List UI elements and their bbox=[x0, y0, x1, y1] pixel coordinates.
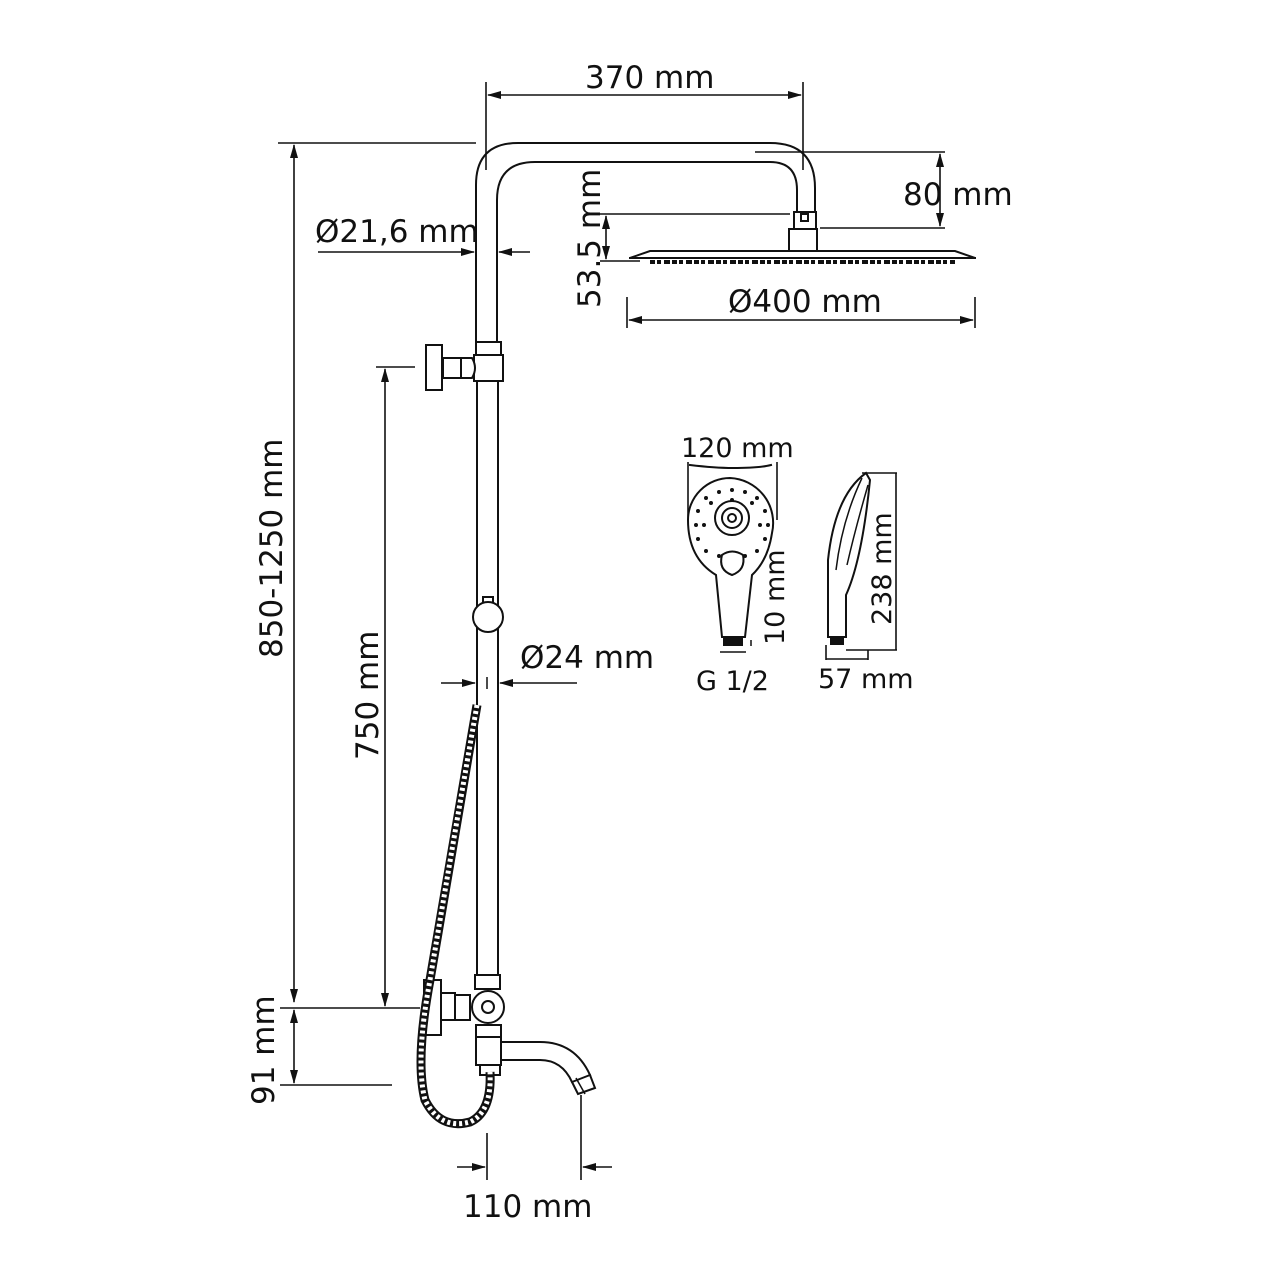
spray-nozzles-icon bbox=[694, 488, 770, 558]
shower-hose bbox=[416, 704, 495, 1129]
bath-spout bbox=[500, 1041, 597, 1096]
dim-hand-shower-depth: 57 mm bbox=[818, 664, 914, 695]
rain-shower-head bbox=[629, 250, 976, 264]
dimension-lines bbox=[278, 82, 976, 1180]
hand-shower-front bbox=[686, 463, 775, 653]
dim-hand-shower-connector: 10 mm bbox=[760, 549, 791, 645]
dim-total-height: 850-1250 mm bbox=[254, 439, 290, 659]
dim-hand-shower-thread: G 1/2 bbox=[696, 666, 769, 697]
dim-rain-head-diameter: Ø400 mm bbox=[728, 284, 882, 320]
dim-upper-pipe-diameter: Ø21,6 mm bbox=[315, 214, 479, 250]
dim-lower-pipe-diameter: Ø24 mm bbox=[520, 640, 654, 676]
slide-bar bbox=[472, 380, 504, 990]
mixer-diverter bbox=[423, 979, 506, 1076]
dim-hand-shower-width: 120 mm bbox=[681, 433, 794, 464]
dim-mixer-offset: 91 mm bbox=[246, 995, 282, 1105]
dim-rain-head-height: 53.5 mm bbox=[572, 169, 608, 308]
dim-slide-bar-height: 750 mm bbox=[350, 631, 386, 760]
shower-arm-pipe bbox=[475, 142, 818, 353]
dim-arm-reach: 370 mm bbox=[585, 60, 714, 96]
dim-spout-reach: 110 mm bbox=[463, 1189, 592, 1225]
hand-shower-side bbox=[827, 471, 872, 645]
hand-shower-holder bbox=[425, 341, 504, 391]
dim-arm-height: 80 mm bbox=[903, 177, 1013, 213]
dim-hand-shower-length: 238 mm bbox=[867, 512, 898, 625]
